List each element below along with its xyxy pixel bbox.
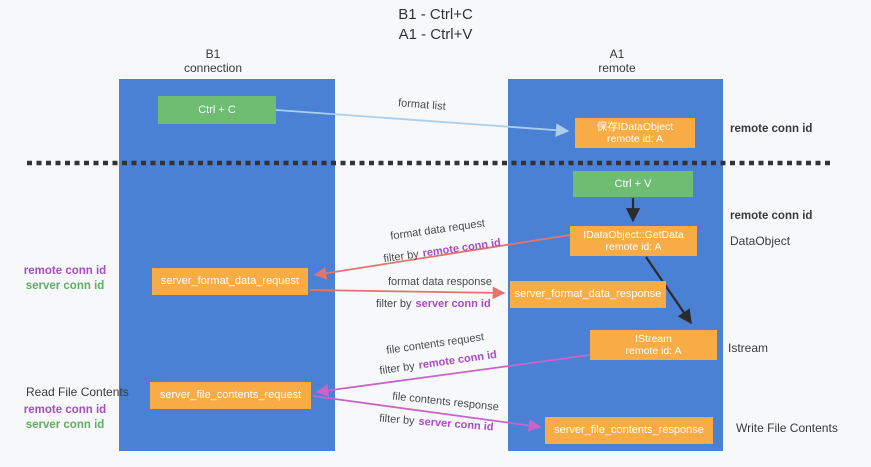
istream-box: IStream remote id: A bbox=[590, 330, 717, 360]
save-idataobject-box: 保存IDataObject remote id: A bbox=[575, 118, 695, 148]
lifeline-b1-role: connection bbox=[183, 61, 243, 75]
format-data-response-label: format data response bbox=[388, 276, 492, 288]
server-format-data-response-box: server_format_data_response bbox=[510, 281, 666, 308]
title-line-a1: A1 - Ctrl+V bbox=[398, 26, 473, 43]
istream-line2: remote id: A bbox=[625, 345, 682, 357]
remote-conn-id-annotation: remote conn id bbox=[23, 265, 107, 277]
lifeline-header-b1: B1 connection bbox=[153, 47, 273, 75]
remote-conn-id-annotation-mid: remote conn id bbox=[730, 210, 813, 222]
filter-by-text: filter by bbox=[376, 298, 412, 310]
server-file-contents-request-box: server_file_contents_request bbox=[150, 382, 311, 409]
istream-line1: IStream bbox=[635, 332, 672, 345]
left-conn-id-group-bottom: remote conn id server conn id bbox=[10, 403, 120, 433]
getdata-line1: IDataObject::GetData bbox=[583, 228, 684, 241]
server-conn-id-text: server conn id bbox=[415, 298, 491, 310]
remote-conn-id-annotation-top: remote conn id bbox=[730, 123, 813, 135]
format-list-arrow bbox=[275, 109, 570, 137]
read-file-contents-annotation: Read File Contents bbox=[26, 385, 129, 399]
save-idataobject-line1: 保存IDataObject bbox=[596, 120, 674, 133]
remote-conn-id-annotation: remote conn id bbox=[23, 404, 107, 416]
lifeline-a1-role: remote bbox=[598, 61, 636, 75]
left-conn-id-group-mid: remote conn id server conn id bbox=[10, 264, 120, 294]
server-file-contents-response-box: server_file_contents_response bbox=[545, 417, 713, 444]
format-data-request-arrow bbox=[313, 234, 571, 280]
idataobject-getdata-box: IDataObject::GetData remote id: A bbox=[570, 226, 697, 256]
server-conn-id-annotation: server conn id bbox=[25, 419, 105, 431]
format-data-response-arrow bbox=[309, 286, 506, 300]
ctrl-c-box: Ctrl + C bbox=[158, 96, 276, 124]
file-contents-request-arrow bbox=[315, 354, 591, 397]
lifeline-header-a1: A1 remote bbox=[557, 47, 677, 75]
lifeline-a1-name: A1 bbox=[609, 47, 625, 61]
server-conn-id-annotation: server conn id bbox=[25, 280, 105, 292]
save-idataobject-line2: remote id: A bbox=[606, 133, 664, 145]
getdata-to-istream-arrow bbox=[645, 256, 692, 325]
lifeline-b1-name: B1 bbox=[205, 47, 221, 61]
dataobject-annotation: DataObject bbox=[730, 234, 791, 248]
file-contents-response-arrow bbox=[312, 395, 542, 432]
diagram-title: B1 - Ctrl+C A1 - Ctrl+V bbox=[0, 5, 871, 45]
ctrl-v-box: Ctrl + V bbox=[573, 171, 693, 197]
istream-annotation: Istream bbox=[728, 341, 769, 355]
write-file-contents-annotation: Write File Contents bbox=[736, 421, 838, 435]
getdata-line2: remote id: A bbox=[605, 241, 662, 253]
title-line-b1: B1 - Ctrl+C bbox=[398, 6, 473, 23]
server-format-data-request-box: server_format_data_request bbox=[152, 268, 308, 295]
